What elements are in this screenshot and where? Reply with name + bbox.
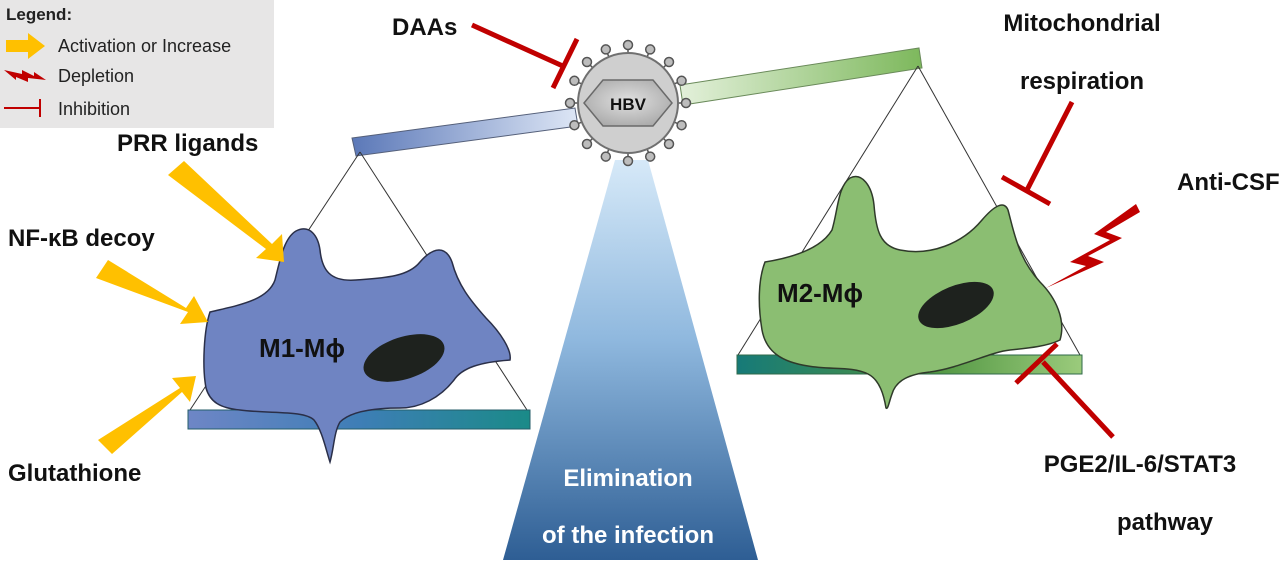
virus-spike <box>581 56 593 68</box>
virus-spike <box>569 119 580 131</box>
virus-spike <box>644 151 656 162</box>
right-modulators: Mitochondrial respiration Anti-CSF1R PGE… <box>1000 10 1280 536</box>
m2-cell-label: M2-Mϕ <box>777 278 863 308</box>
m1-macrophage-cell: M1-Mϕ <box>203 228 511 465</box>
glutathione-arrow <box>98 376 196 454</box>
virus-spike <box>644 44 656 55</box>
legend-title: Legend: <box>6 5 72 24</box>
pillar-label-line1: Elimination <box>563 465 692 492</box>
hbv-label: HBV <box>610 95 647 114</box>
glutathione-label: Glutathione <box>8 460 141 487</box>
virus-spike <box>622 155 634 167</box>
virus-spike <box>663 56 675 68</box>
virus-spike <box>600 151 612 162</box>
left-activators: PRR ligands NF-κB decoy Glutathione <box>8 130 284 487</box>
m2-nucleus <box>918 281 994 329</box>
daas-inhibition-bar <box>550 37 580 90</box>
virus-spike <box>569 75 580 87</box>
legend: Legend: Activation or Increase Depletion… <box>0 0 274 128</box>
yellow-arrow-icon <box>6 33 45 59</box>
daas-inhibition-line <box>470 22 567 70</box>
virus-spike <box>622 39 634 51</box>
hbv-virus-icon: HBV <box>564 39 692 167</box>
mitochondrial-label-line1: Mitochondrial <box>1003 10 1160 37</box>
legend-item-depletion: Depletion <box>58 66 134 86</box>
virus-spike <box>680 97 692 109</box>
fulcrum-pillar: Elimination of the infection <box>503 160 758 560</box>
pillar-label-line2: of the infection <box>542 522 714 549</box>
legend-box <box>0 0 274 128</box>
anti-csf1r-depletion-bolt <box>1046 204 1140 288</box>
red-inhibition-icon <box>4 99 41 117</box>
stat3-label-line2: pathway <box>1117 509 1214 536</box>
virus-spike <box>564 97 576 109</box>
virus-spike <box>581 138 593 150</box>
nfkb-decoy-arrow <box>96 260 208 324</box>
stat3-label-line1: PGE2/IL-6/STAT3 <box>1044 451 1236 478</box>
mitochondrial-inhibition-bar <box>1000 174 1052 207</box>
nfkb-decoy-label: NF-κB decoy <box>8 225 155 252</box>
legend-item-activation: Activation or Increase <box>58 36 231 56</box>
prr-ligands-label: PRR ligands <box>117 130 258 157</box>
stat3-inhibition-bar <box>1014 342 1059 385</box>
stat3-inhibition-line <box>1041 360 1115 439</box>
mitochondrial-label-line2: respiration <box>1020 68 1144 95</box>
virus-spike <box>676 75 687 87</box>
virus-spike <box>600 44 612 55</box>
legend-item-inhibition: Inhibition <box>58 99 130 119</box>
red-bolt-icon <box>4 70 46 82</box>
daas-label: DAAs <box>392 14 457 41</box>
virus-spike <box>663 138 675 150</box>
daas-inhibition: DAAs <box>392 14 580 90</box>
m1-cell-label: M1-Mϕ <box>259 333 345 363</box>
m1-nucleus <box>363 334 445 382</box>
mitochondrial-inhibition-line <box>1024 100 1075 192</box>
anti-csf1r-label: Anti-CSF1R <box>1177 169 1280 196</box>
prr-ligands-arrow <box>168 161 284 262</box>
virus-spike <box>676 119 687 131</box>
m2-macrophage-cell: M2-Mϕ <box>758 175 1063 410</box>
